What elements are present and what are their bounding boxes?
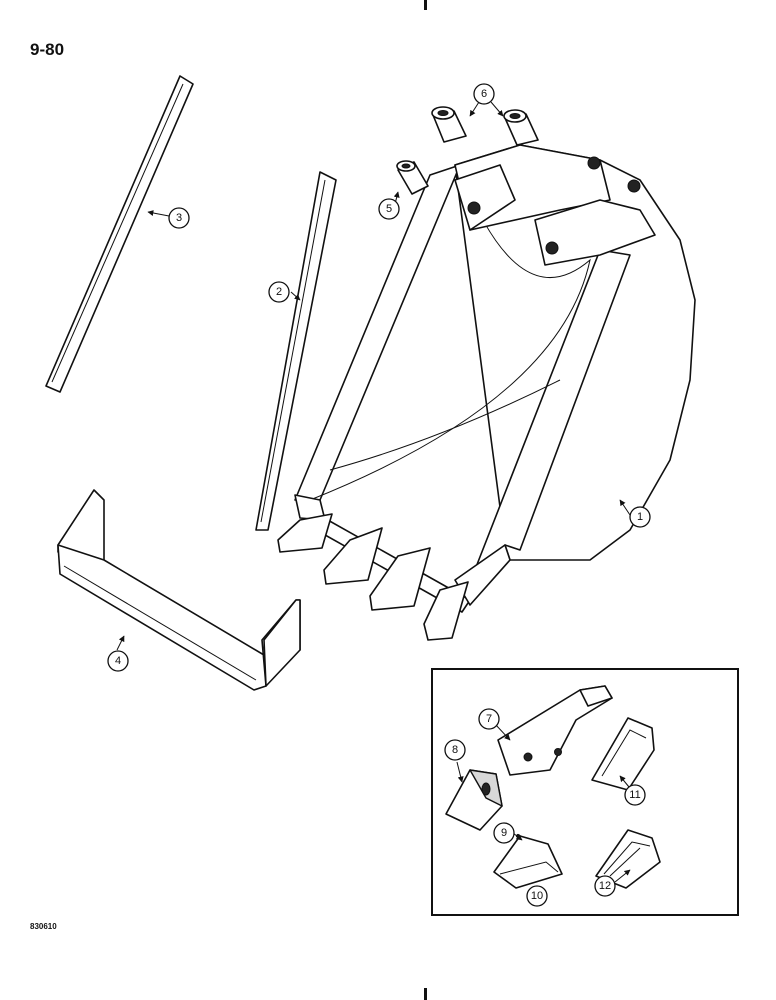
callout-7: 7 [478,708,500,730]
callout-label-7: 7 [486,713,492,725]
leader-lines [116,101,631,883]
callout-2: 2 [268,281,290,303]
callout-label-1: 1 [637,511,643,523]
callout-11: 11 [624,784,646,806]
callout-5: 5 [378,198,400,220]
callout-label-6: 6 [481,88,487,100]
callout-label-5: 5 [386,203,392,215]
callout-10: 10 [526,885,548,907]
part-1-bucket [277,144,696,641]
part-2-side-cutter [255,171,337,531]
edge-mark-bottom [424,988,427,1000]
part-6-bushings [431,106,539,146]
callout-label-8: 8 [452,744,458,756]
part-3-side-cutter-long [45,75,194,393]
callout-1: 1 [629,506,651,528]
part-4-wear-plate [57,489,301,691]
callout-label-2: 2 [276,286,282,298]
part-5-bushing [396,160,429,195]
part-7-adapter [497,685,613,776]
callout-6: 6 [473,83,495,105]
callout-12: 12 [594,875,616,897]
callout-3: 3 [168,207,190,229]
part-10-tooth [493,835,563,889]
callout-8: 8 [444,739,466,761]
callout-label-12: 12 [599,880,611,892]
part-8-tooth [445,769,503,831]
callout-label-10: 10 [531,890,543,902]
figure-code: 830610 [30,922,57,931]
callout-4: 4 [107,650,129,672]
edge-mark-top [424,0,427,10]
inset-tooth-detail [431,668,739,916]
callout-label-4: 4 [115,655,121,667]
callout-label-11: 11 [629,789,640,801]
callout-label-3: 3 [176,212,182,224]
callout-9: 9 [493,822,515,844]
part-12-tooth [595,829,661,889]
part-11-tooth [591,717,655,791]
page-number: 9-80 [30,40,65,59]
callout-label-9: 9 [501,827,507,839]
bucket-teeth [277,513,469,641]
